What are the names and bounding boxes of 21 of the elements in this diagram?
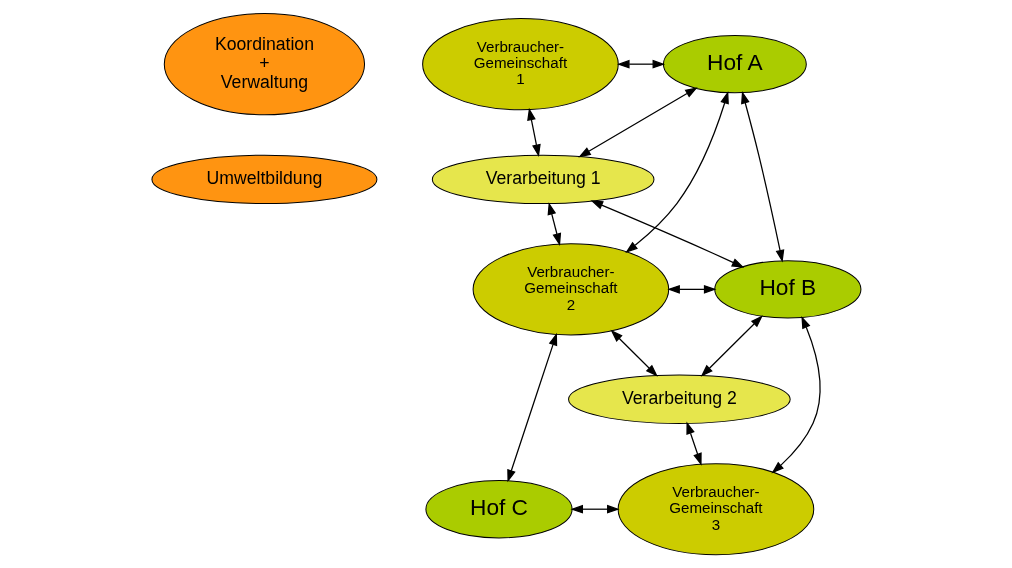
arrow bbox=[616, 59, 665, 69]
arrow bbox=[547, 202, 561, 246]
arrow bbox=[685, 421, 702, 466]
node-ellipse: Koordination + Verwaltung bbox=[163, 13, 365, 116]
arrow bbox=[770, 315, 821, 474]
arrow bbox=[526, 107, 541, 157]
node-ellipse: Verbraucher- Gemeinschaft 1 bbox=[421, 18, 619, 111]
node-ellipse: Verarbeitung 2 bbox=[567, 374, 791, 424]
node-ellipse: Hof C bbox=[424, 480, 573, 539]
node-ellipse: Umweltbildung bbox=[150, 154, 377, 205]
arrow bbox=[506, 332, 557, 483]
node-ellipse: Hof A bbox=[662, 34, 807, 94]
arrow bbox=[610, 329, 658, 377]
arrow bbox=[740, 91, 784, 263]
arrow bbox=[577, 87, 698, 158]
arrow bbox=[700, 315, 763, 377]
arrow bbox=[590, 200, 744, 268]
node-ellipse: Verarbeitung 1 bbox=[431, 154, 654, 205]
arrow bbox=[624, 91, 729, 253]
arrow bbox=[666, 284, 716, 294]
arrow bbox=[569, 504, 620, 514]
